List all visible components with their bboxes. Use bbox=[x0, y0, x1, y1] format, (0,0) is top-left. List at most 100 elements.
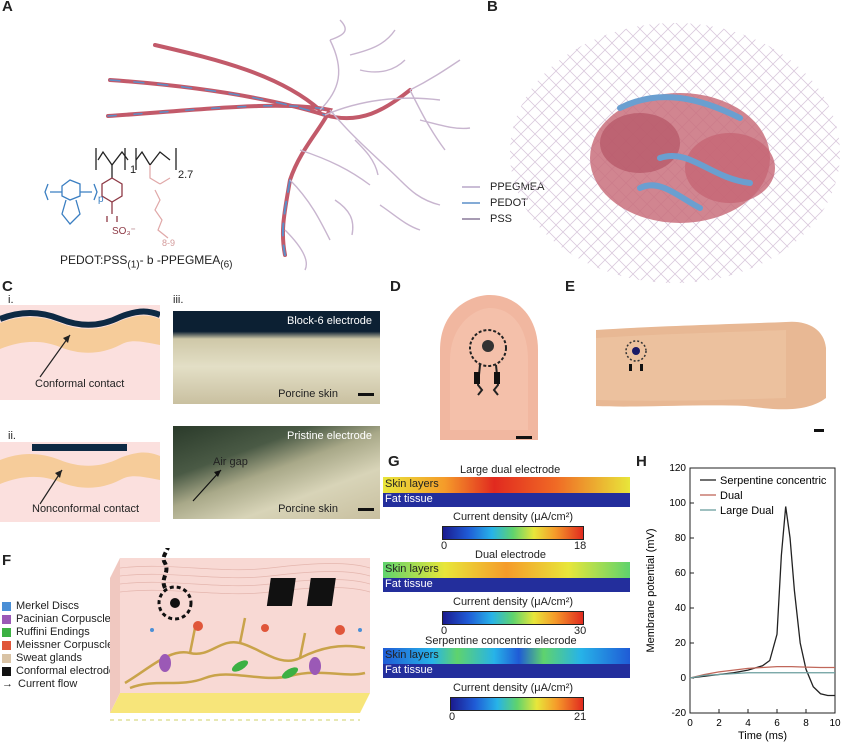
meissner-label: Meissner Corpuscles bbox=[16, 639, 119, 651]
sim3-colorbar-label: Current density (μA/cm²) bbox=[453, 682, 574, 694]
sim3-max: 21 bbox=[574, 711, 587, 723]
panel-label-e: E bbox=[565, 278, 576, 295]
sim1-colorbar bbox=[442, 526, 584, 540]
formula-sub-6: (6) bbox=[220, 259, 233, 271]
y-tick-label: 20 bbox=[675, 638, 687, 649]
label-i: i. bbox=[8, 294, 14, 306]
subscript-1: 1 bbox=[130, 164, 136, 176]
forearm-photo bbox=[596, 318, 826, 416]
scale-bar bbox=[814, 429, 824, 432]
series-line-2 bbox=[689, 672, 835, 679]
y-tick-label: 100 bbox=[669, 498, 686, 509]
air-gap-caption: Air gap bbox=[213, 456, 248, 468]
sim1-fat-label: Fat tissue bbox=[385, 493, 433, 505]
sim2-colorbar bbox=[442, 611, 584, 625]
legend-sweat: Sweat glands bbox=[2, 652, 82, 664]
x-tick-label: 10 bbox=[829, 718, 841, 729]
sim1-colorbar-label: Current density (μA/cm²) bbox=[453, 511, 574, 523]
panel-label-a: A bbox=[2, 0, 13, 15]
series-line-1 bbox=[689, 665, 835, 679]
panel-label-d: D bbox=[390, 278, 401, 295]
label-iii: iii. bbox=[173, 294, 184, 306]
x-tick-label: 6 bbox=[774, 718, 780, 729]
y-tick-label: 0 bbox=[680, 673, 686, 684]
formula-part-b: - b -PPEGMEA bbox=[139, 253, 221, 267]
sim3-colorbar bbox=[450, 697, 584, 711]
conformal-skin-diagram bbox=[0, 305, 160, 400]
sim1-skin-layer: Skin layers bbox=[383, 477, 630, 493]
label-ii: ii. bbox=[8, 430, 16, 442]
sim1-min: 0 bbox=[441, 540, 448, 552]
sim3-fat-label: Fat tissue bbox=[385, 664, 433, 676]
pacinian-swatch bbox=[2, 614, 11, 624]
sim2-title: Dual electrode bbox=[475, 549, 546, 561]
sim3-title: Serpentine concentric elecrode bbox=[425, 635, 577, 647]
sim2-skin-layer: Skin layers bbox=[383, 562, 630, 578]
formula-label: PEDOT:PSS(1)- b -PPEGMEA(6) bbox=[60, 253, 233, 270]
legend-electrodes: Conformal electrodes bbox=[2, 665, 121, 677]
fingertip-photo bbox=[420, 290, 550, 440]
sweat-label: Sweat glands bbox=[16, 652, 83, 664]
sim2-colorbar-label: Current density (μA/cm²) bbox=[453, 596, 574, 608]
arrow-icon: → bbox=[2, 678, 13, 690]
pacinian-label: Pacinian Corpuscles bbox=[16, 613, 117, 625]
legend-pss: PSS bbox=[490, 213, 513, 225]
electrodes-label: Conformal electrodes bbox=[16, 665, 121, 677]
sweat-swatch bbox=[2, 653, 11, 663]
sim3-min: 0 bbox=[449, 711, 456, 723]
sim2-max: 30 bbox=[574, 625, 587, 637]
legend-label-0: Serpentine concentric bbox=[720, 475, 827, 487]
legend-pedot: PEDOT bbox=[490, 197, 528, 209]
x-tick-label: 0 bbox=[687, 718, 693, 729]
conformal-contact-label: Conformal contact bbox=[35, 378, 125, 390]
chart-xlabel: Time (ms) bbox=[738, 730, 787, 742]
nonconformal-contact-label: Nonconformal contact bbox=[32, 503, 139, 515]
panel-label-f: F bbox=[2, 552, 12, 569]
pristine-electrode-caption: Pristine electrode bbox=[287, 430, 372, 442]
electrodes-swatch bbox=[2, 666, 11, 676]
meissner-swatch bbox=[2, 640, 11, 650]
legend-merkel: Merkel Discs bbox=[2, 600, 79, 612]
porcine-skin-caption-2: Porcine skin bbox=[278, 503, 338, 515]
subscript-89: 8-9 bbox=[162, 238, 175, 248]
panel-label-b: B bbox=[487, 0, 498, 15]
panel-b-molecular-render bbox=[510, 23, 840, 283]
panel-label-h: H bbox=[636, 453, 647, 470]
x-tick-label: 4 bbox=[745, 718, 751, 729]
ruffini-label: Ruffini Endings bbox=[16, 626, 90, 638]
merkel-label: Merkel Discs bbox=[16, 600, 79, 612]
forearm-illustration bbox=[596, 321, 826, 410]
y-tick-label: 60 bbox=[675, 568, 687, 579]
panel-label-g: G bbox=[388, 453, 400, 470]
air-gap-arrow bbox=[192, 469, 222, 502]
scale-bar bbox=[516, 436, 532, 439]
block6-electrode-caption: Block-6 electrode bbox=[287, 315, 372, 327]
y-tick-label: 120 bbox=[669, 463, 686, 474]
merkel-swatch bbox=[2, 601, 11, 611]
sim2-skin-label: Skin layers bbox=[385, 563, 439, 575]
sim2-fat-label: Fat tissue bbox=[385, 578, 433, 590]
pristine-electrode-photo: Pristine electrode Air gap Porcine skin bbox=[173, 426, 380, 519]
block6-electrode-photo: Block-6 electrode Porcine skin bbox=[173, 311, 380, 404]
scale-bar bbox=[358, 393, 374, 396]
legend-label-1: Dual bbox=[720, 490, 743, 502]
ruffini-swatch bbox=[2, 627, 11, 637]
y-tick-label: -20 bbox=[672, 708, 687, 719]
porcine-skin-caption-1: Porcine skin bbox=[278, 388, 338, 400]
so3-label: SO₃⁻ bbox=[112, 226, 136, 237]
scale-bar bbox=[358, 508, 374, 511]
panel-a-polymer-diagram: SO₃⁻ 1 2.7 p 8-9 bbox=[44, 19, 480, 271]
fingertip-illustration bbox=[440, 295, 538, 440]
series-line-0 bbox=[689, 506, 835, 697]
skin-3d-diagram bbox=[110, 548, 371, 721]
panel-label-c: C bbox=[2, 278, 13, 295]
x-tick-label: 8 bbox=[803, 718, 809, 729]
chart-ylabel: Membrane potential (mV) bbox=[645, 528, 657, 652]
y-tick-label: 40 bbox=[675, 603, 687, 614]
legend-pacinian: Pacinian Corpuscles bbox=[2, 613, 116, 625]
sim2-fat-layer: Fat tissue bbox=[383, 578, 630, 592]
legend-ruffini: Ruffini Endings bbox=[2, 626, 90, 638]
x-tick-label: 2 bbox=[716, 718, 722, 729]
chart-frame bbox=[689, 467, 836, 714]
